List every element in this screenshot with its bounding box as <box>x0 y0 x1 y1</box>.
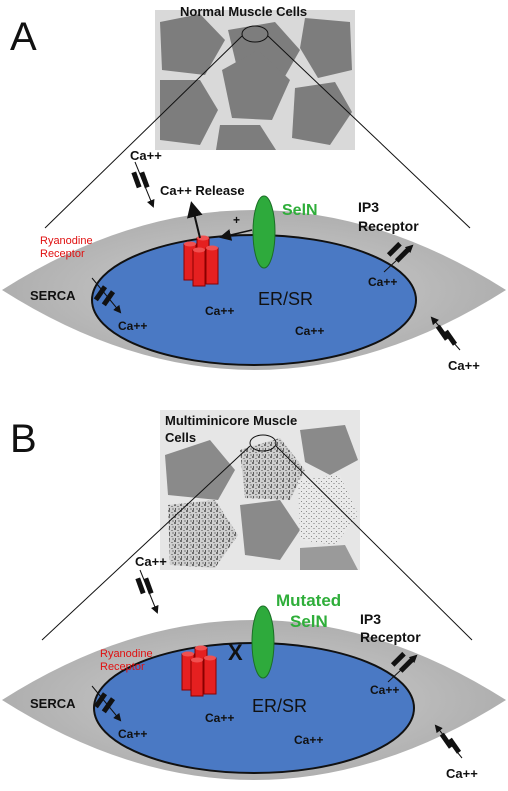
ca-er-b2: Ca++ <box>294 733 323 747</box>
zoom-line-right <box>267 35 471 229</box>
zoom-line-right-b <box>275 445 473 641</box>
ca-ip3: Ca++ <box>368 275 397 289</box>
ip3-label-line1: IP3 <box>358 199 379 215</box>
ryr-label-line2: Receptor <box>40 248 85 260</box>
normal-muscle-cells-image <box>155 10 355 150</box>
er-sr-label-b: ER/SR <box>252 696 307 716</box>
ip3-label-line1-b: IP3 <box>360 611 381 627</box>
cells-title: Normal Muscle Cells <box>180 4 307 19</box>
panel-b: B Multiminicore Muscle Cells ER/SR <box>2 410 506 781</box>
ca-outside-bottom-b: Ca++ <box>446 766 478 781</box>
release-arrow-icon <box>187 201 203 239</box>
seln-label-line1-b: Mutated <box>276 591 341 610</box>
ca-er: Ca++ <box>295 324 324 338</box>
ca-outside-top-b: Ca++ <box>135 554 167 569</box>
ca-er-b1: Ca++ <box>205 711 234 725</box>
ip3-receptor-icon-b <box>387 651 418 683</box>
ca-serca-b: Ca++ <box>118 727 147 741</box>
plasma-channel-top-icon-b <box>135 569 159 614</box>
serca-label-b: SERCA <box>30 696 76 711</box>
mutated-seln-icon <box>251 605 275 679</box>
plasma-channel-top-icon <box>131 161 155 208</box>
block-mark: X <box>228 640 243 665</box>
cells-title-line2: Cells <box>165 430 196 445</box>
serca-label: SERCA <box>30 288 76 303</box>
ca-outside-top: Ca++ <box>130 148 162 163</box>
seln-icon <box>252 195 276 269</box>
plus-sign: + <box>233 213 240 227</box>
plasma-channel-bottom-icon-b <box>434 724 463 759</box>
seln-label-line2-b: SelN <box>290 612 328 631</box>
serca-channel-icon <box>91 277 122 314</box>
ryanodine-receptor-icon <box>183 235 219 287</box>
ryanodine-receptor-icon-b <box>181 645 217 697</box>
ip3-label-line2: Receptor <box>358 218 419 234</box>
ca-serca: Ca++ <box>118 319 147 333</box>
panel-b-letter: B <box>10 417 37 461</box>
panel-a-letter: A <box>10 15 37 59</box>
ryr-label-line1: Ryanodine <box>40 235 93 247</box>
zoom-line-left <box>44 35 243 229</box>
ryr-label-line1-b: Ryanodine <box>100 648 153 660</box>
er-sr-label: ER/SR <box>258 289 313 309</box>
activation-arrow-icon <box>219 229 253 241</box>
plasma-channel-bottom-icon <box>430 316 461 351</box>
er-sr <box>91 234 417 366</box>
ryr-label-line2-b: Receptor <box>100 661 145 673</box>
cells-title-line1: Multiminicore Muscle <box>165 413 297 428</box>
multiminicore-cells-image <box>160 410 360 570</box>
ca-outside-bottom: Ca++ <box>448 358 480 373</box>
ip3-receptor-icon <box>383 241 414 273</box>
ca-ip3-b: Ca++ <box>370 683 399 697</box>
seln-label: SelN <box>282 202 318 219</box>
ip3-label-line2-b: Receptor <box>360 629 421 645</box>
serca-channel-icon-b <box>91 685 122 722</box>
panel-a: A Normal Muscle Cells ER/SR <box>2 4 506 373</box>
zoom-line-left-b <box>41 445 251 641</box>
ca-ryr: Ca++ <box>205 304 234 318</box>
ca-release-label: Ca++ Release <box>160 183 245 198</box>
